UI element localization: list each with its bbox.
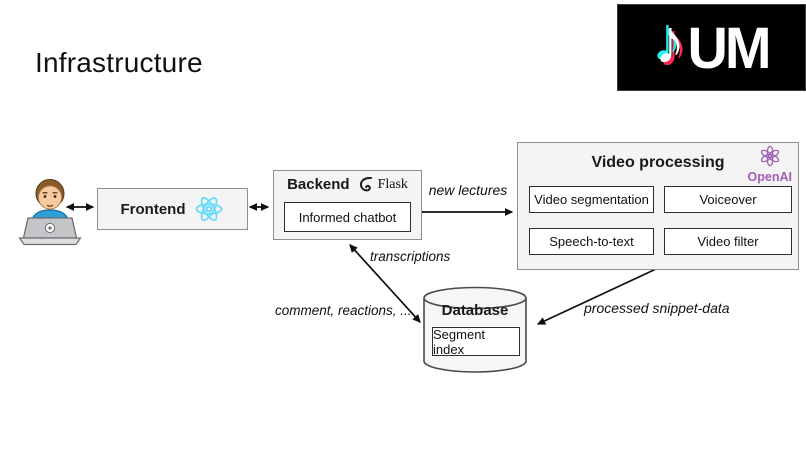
database-cylinder: Database Segment index xyxy=(422,285,528,375)
tiktok-um-logo: ♪ UM xyxy=(617,4,806,91)
edge-label-new-lectures: new lectures xyxy=(428,182,508,198)
frontend-label: Frontend xyxy=(120,200,186,218)
page-title: Infrastructure xyxy=(35,47,203,78)
openai-badge: OpenAI xyxy=(747,145,792,184)
module-voiceover: Voiceover xyxy=(664,186,792,213)
flask-horn-icon xyxy=(359,176,372,192)
video-processing-box: Video processing OpenAI Video segmentati… xyxy=(517,142,799,270)
tiktok-note-icon: ♪ xyxy=(654,7,686,77)
informed-chatbot-box: Informed chatbot xyxy=(284,202,411,232)
flask-wordmark: Flask xyxy=(377,176,408,192)
edge-label-transcriptions: transcriptions xyxy=(370,249,451,264)
technologist-at-laptop-icon xyxy=(18,179,82,246)
brand-letters: UM xyxy=(687,13,771,81)
openai-wordmark: OpenAI xyxy=(747,170,792,184)
module-video-segmentation: Video segmentation xyxy=(529,186,654,213)
openai-knot-icon xyxy=(760,145,779,167)
edge-label-processed-snippet-data: processed snippet-data xyxy=(584,300,730,316)
edge-backend-database xyxy=(349,244,421,323)
backend-box: Backend Flask Informed chatbot xyxy=(273,170,422,240)
edge-label-comment-reactions: comment, reactions, ... xyxy=(275,303,412,318)
frontend-box: Frontend xyxy=(97,188,248,230)
edge-video-database xyxy=(536,268,657,325)
react-atom-icon xyxy=(195,197,222,221)
video-processing-label: Video processing xyxy=(591,154,725,171)
backend-header: Backend Flask xyxy=(274,176,421,193)
module-speech-to-text: Speech-to-text xyxy=(529,228,654,255)
video-processing-modules: Video segmentation Voiceover Speech-to-t… xyxy=(529,186,792,255)
database-label: Database xyxy=(441,302,509,319)
segment-index-box: Segment index xyxy=(432,327,520,357)
backend-label: Backend xyxy=(287,176,350,193)
module-video-filter: Video filter xyxy=(664,228,792,255)
